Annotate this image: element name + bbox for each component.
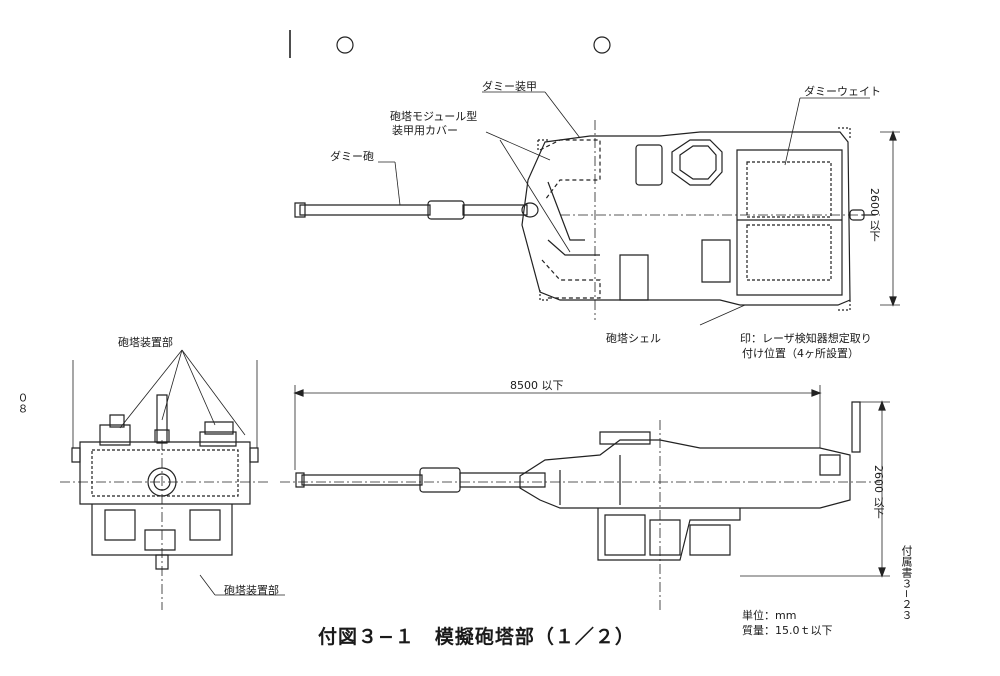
turret-module-cover-label-1: 砲塔モジュール型	[390, 110, 478, 123]
height-dimension: 2600 以下	[872, 465, 885, 519]
top-view	[295, 120, 900, 320]
length-dimension: 8500 以下	[510, 379, 564, 392]
dummy-gun-label: ダミー砲	[330, 150, 374, 163]
laser-detector-note-2: 付け位置（4ヶ所設置）	[742, 347, 859, 360]
side-view	[280, 385, 890, 610]
front-leaders	[120, 350, 285, 595]
dummy-weight-label: ダミーウェイト	[804, 85, 881, 98]
turret-shell-label: 砲塔シェル	[606, 332, 661, 345]
width-dimension: 2600 以下	[868, 188, 881, 242]
page-marks	[290, 30, 610, 58]
units-block: 単位：mm 質量：15.0ｔ以下	[742, 608, 833, 638]
unit-label: 単位：mm	[742, 609, 797, 622]
laser-detector-note-1: 印：レーザ検知器想定取り	[740, 332, 872, 345]
turret-device-label-top: 砲塔装置部	[118, 336, 173, 349]
mass-label: 質量：15.0ｔ以下	[742, 624, 833, 637]
figure-caption: 付図３−１ 模擬砲塔部（１／２）	[318, 626, 635, 648]
dummy-armor-label: ダミー装甲	[482, 80, 537, 93]
front-view	[60, 360, 268, 610]
turret-device-label-bottom: 砲塔装置部	[224, 584, 279, 597]
turret-module-cover-label-2: 装甲用カバー	[392, 124, 458, 137]
left-margin-number: ０８	[16, 392, 29, 414]
top-leaders	[378, 92, 870, 325]
page-reference: 付属書３−２３	[900, 545, 913, 621]
